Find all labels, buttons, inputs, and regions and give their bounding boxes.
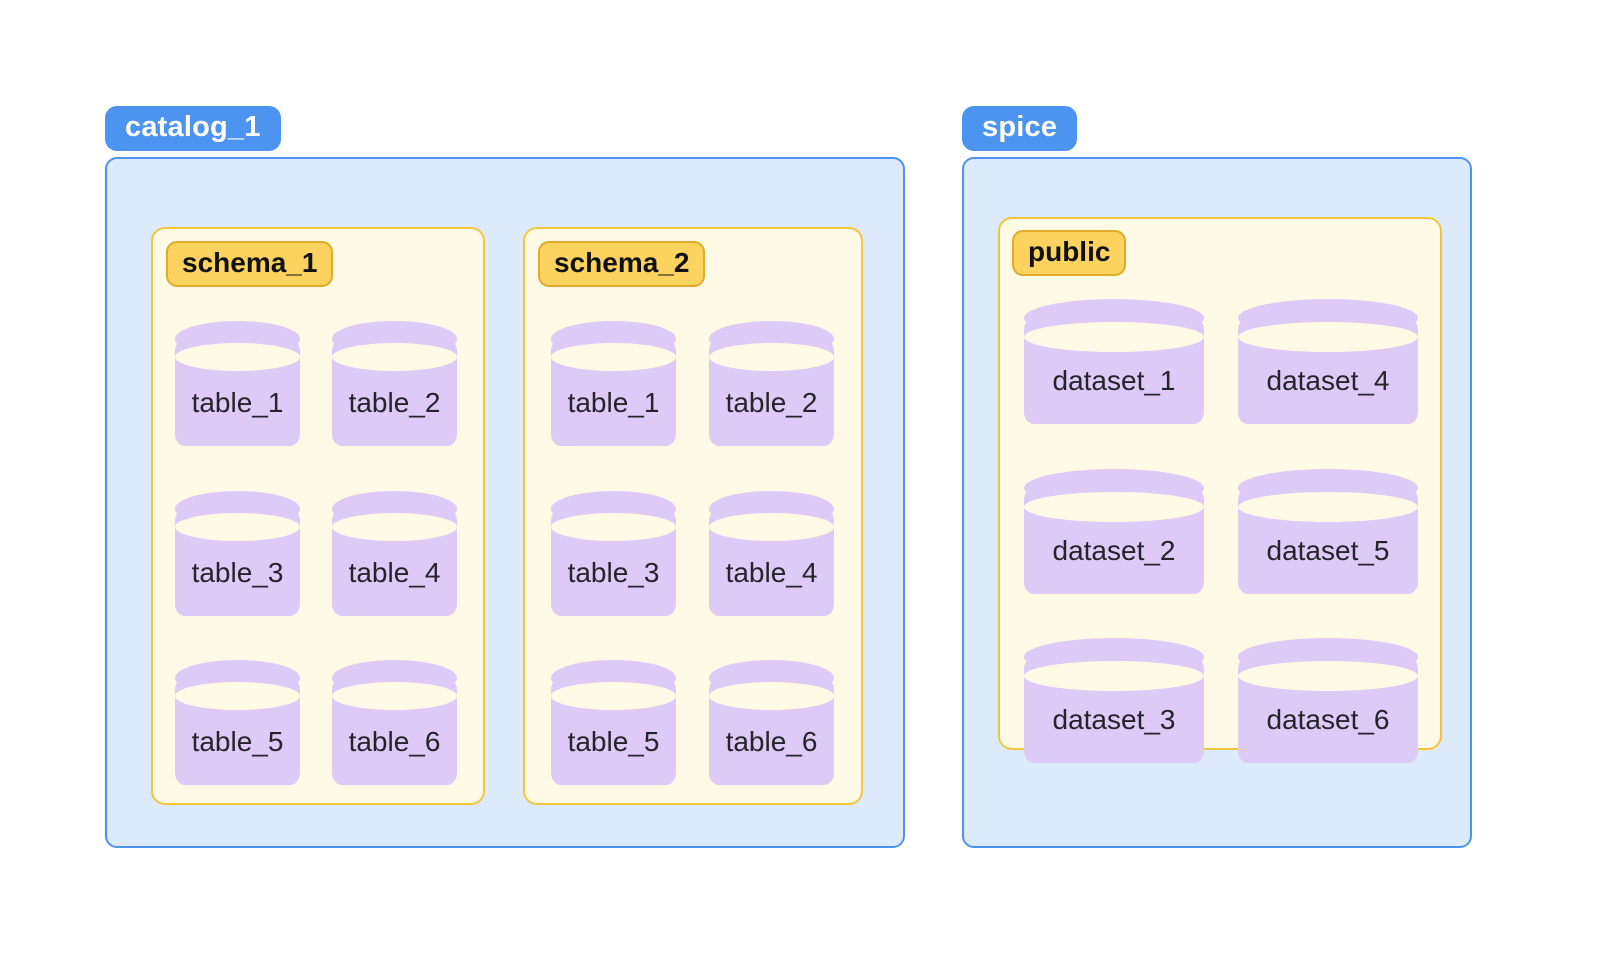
cylinder-seam (1024, 661, 1204, 691)
cylinder-label: dataset_2 (1052, 535, 1176, 566)
schema-badge-public[interactable]: public (1012, 230, 1127, 277)
cylinder-label: table_6 (725, 726, 818, 757)
database-cylinder[interactable]: table_4 (332, 491, 457, 616)
cylinder-label: dataset_6 (1266, 704, 1390, 735)
cylinder-seam (332, 343, 457, 371)
database-cylinder[interactable]: table_6 (332, 660, 457, 785)
cylinder-label: dataset_5 (1266, 535, 1390, 566)
cylinder-seam (175, 513, 300, 541)
catalog-badge-catalog_1[interactable]: catalog_1 (105, 106, 281, 152)
database-cylinder[interactable]: table_6 (709, 660, 834, 785)
database-cylinder[interactable]: table_2 (332, 321, 457, 446)
cylinder-label: dataset_4 (1266, 365, 1390, 396)
database-cylinder[interactable]: dataset_1 (1024, 299, 1204, 424)
cylinder-label: table_1 (567, 387, 660, 418)
cylinder-label: table_1 (191, 387, 284, 418)
catalog-badge-spice[interactable]: spice (962, 106, 1078, 152)
database-cylinder[interactable]: table_3 (551, 491, 676, 616)
database-cylinder[interactable]: dataset_6 (1238, 638, 1418, 763)
cylinder-label: dataset_3 (1052, 704, 1176, 735)
cylinder-seam (551, 513, 676, 541)
cylinder-seam (1238, 492, 1418, 522)
cylinder-seam (175, 343, 300, 371)
cylinder-seam (1238, 322, 1418, 352)
schema-box-public: public dataset_1 dataset_4 (998, 217, 1442, 763)
cylinder-seam (1024, 322, 1204, 352)
cylinder-label: table_2 (348, 387, 441, 418)
schema-box-schema_1: schema_1 table_1 table_2 (151, 227, 485, 805)
cylinder-seam (1238, 661, 1418, 691)
cylinder-label: table_4 (348, 557, 441, 588)
cylinder-label: table_3 (567, 557, 660, 588)
cylinder-seam (332, 682, 457, 710)
schema-badge-schema_2[interactable]: schema_2 (538, 241, 706, 288)
cylinder-seam (175, 682, 300, 710)
database-cylinder[interactable]: table_4 (709, 491, 834, 616)
cylinder-seam (709, 513, 834, 541)
cylinder-seam (551, 682, 676, 710)
database-cylinder[interactable]: table_2 (709, 321, 834, 446)
database-cylinder[interactable]: dataset_5 (1238, 469, 1418, 594)
cylinder-seam (709, 343, 834, 371)
cylinder-seam (709, 682, 834, 710)
database-cylinder[interactable]: table_5 (175, 660, 300, 785)
catalog-group-spice: spice public dataset_1 dataset_4 (962, 106, 1507, 848)
database-cylinder[interactable]: table_3 (175, 491, 300, 616)
cylinder-label: dataset_1 (1052, 365, 1176, 396)
cylinder-label: table_6 (348, 726, 441, 757)
catalog-group-catalog_1: catalog_1 schema_1 table_1 table_2 (105, 106, 935, 848)
cylinder-label: table_3 (191, 557, 284, 588)
cylinder-label: table_4 (725, 557, 818, 588)
schema-badge-schema_1[interactable]: schema_1 (166, 241, 334, 288)
database-cylinder[interactable]: table_1 (175, 321, 300, 446)
database-cylinder[interactable]: dataset_2 (1024, 469, 1204, 594)
database-cylinder[interactable]: table_1 (551, 321, 676, 446)
cylinder-seam (1024, 492, 1204, 522)
cylinder-seam (551, 343, 676, 371)
cylinder-label: table_2 (725, 387, 818, 418)
database-cylinder[interactable]: dataset_4 (1238, 299, 1418, 424)
cylinder-label: table_5 (567, 726, 660, 757)
database-cylinder[interactable]: table_5 (551, 660, 676, 785)
database-cylinder[interactable]: dataset_3 (1024, 638, 1204, 763)
cylinder-label: table_5 (191, 726, 284, 757)
cylinder-seam (332, 513, 457, 541)
schema-box-schema_2: schema_2 table_1 table_2 (523, 227, 863, 805)
catalog-box-catalog_1: schema_1 table_1 table_2 (105, 157, 905, 848)
catalog-box-spice: public dataset_1 dataset_4 (962, 157, 1472, 848)
